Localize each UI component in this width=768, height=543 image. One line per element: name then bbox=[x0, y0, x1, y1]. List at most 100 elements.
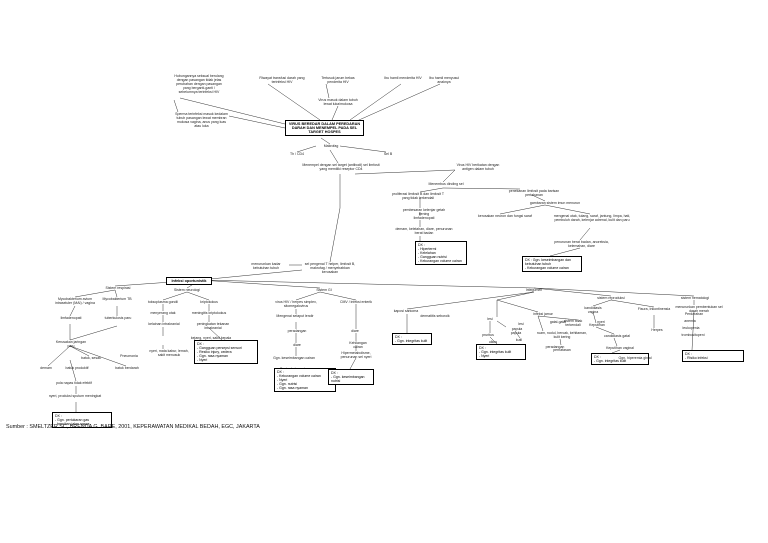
connector-line bbox=[325, 83, 330, 99]
node-n06: Virus masuk dalam tubuh lewat luka/mukos… bbox=[318, 98, 358, 107]
node-n33: tuberkulosis paru bbox=[104, 316, 132, 320]
node-n31: Mycobakterium TB bbox=[102, 297, 132, 301]
node-n37: batuk, sesak bbox=[81, 356, 101, 360]
node-n93: trombositopeni bbox=[681, 333, 705, 337]
node-n17: limfadenopati bbox=[413, 216, 435, 220]
node-n92: leukopenia bbox=[682, 326, 700, 330]
node-n99: sistem tidak terkendali bbox=[563, 319, 583, 328]
node-n04: Ibu hamil menderita HIV bbox=[384, 76, 422, 80]
node-n52: meningitis kriptokokus bbox=[191, 311, 227, 315]
node-n89: menurunkan pembentukan sel darah merah bbox=[675, 305, 723, 314]
diagnosis-box-n63: DX : - Ggn. keseimbangan nutrisi bbox=[328, 369, 374, 386]
node-n55: virus HIV / herpes simplex, sitomegalovi… bbox=[275, 300, 317, 309]
node-n50: nyeri, mata kabur, lemah, sakit menusuk bbox=[149, 349, 189, 358]
connector-line bbox=[544, 204, 591, 215]
connector-line bbox=[442, 169, 456, 183]
node-n96: papula bbox=[511, 327, 523, 331]
node-n18: demam, kelelahan, diare, penurunan berat… bbox=[395, 227, 453, 236]
node-n36: demam bbox=[40, 366, 52, 370]
connector-line bbox=[69, 345, 127, 367]
node-n27: sel pengenal T helper, limfosit B, makro… bbox=[304, 262, 356, 275]
node-n69: infeksi jamur bbox=[533, 312, 553, 316]
connector-line bbox=[611, 349, 621, 354]
connector-line bbox=[595, 326, 615, 335]
connector-line bbox=[406, 291, 535, 310]
connector-line bbox=[496, 320, 507, 328]
connector-line bbox=[331, 105, 339, 121]
node-n20: gambaran sistem imun menurun bbox=[529, 201, 581, 205]
node-n86: Herpes bbox=[651, 328, 663, 332]
node-n01: Hubungannya seksual berulang dengan pasa… bbox=[174, 74, 224, 95]
node-n15: proliferasi limfosit B dan limfosit T ya… bbox=[391, 192, 445, 201]
node-n35: Pneumonia bbox=[120, 354, 138, 358]
node-n43: Sistem neurologi bbox=[173, 288, 201, 292]
node-n57: Mengenai selaput lendir bbox=[276, 314, 314, 318]
node-n34: Kerusakan jaringan paru bbox=[55, 340, 87, 349]
diagnosis-box-n79: DX : - Ggn. integritas kulit - Nyeri bbox=[476, 344, 526, 361]
node-n40: pola napas tidak efektif bbox=[56, 381, 92, 385]
diagnosis-box-n54: DX : - Gangguan persepsi sensori - Resik… bbox=[194, 340, 258, 365]
node-n49: kejang, nyeri, sakit kepala bbox=[190, 336, 232, 340]
node-n05: Ibu hamil menyusui anaknya bbox=[428, 76, 460, 85]
node-n75: gatal-gatal bbox=[549, 320, 567, 324]
connector-line bbox=[329, 149, 339, 164]
connector-line bbox=[496, 299, 539, 313]
diagnosis-box-n28: Infeksi oportunistik bbox=[166, 277, 212, 286]
connector-line bbox=[610, 299, 655, 308]
diagnosis-box-n08: VIRUS BEREDAR DALAM PEREDARAN DARAH DAN … bbox=[285, 120, 364, 137]
node-n14: Menembus dinding sel bbox=[428, 182, 464, 186]
connector-line bbox=[319, 291, 357, 301]
node-n12: Menempel dengan sel target (antibodi) se… bbox=[302, 163, 380, 172]
node-n80: sistem reproduksi bbox=[597, 296, 625, 300]
node-n29: Sistem respirasi bbox=[105, 286, 131, 290]
node-n47: menyerang otak bbox=[150, 311, 176, 315]
connector-line bbox=[173, 99, 179, 113]
node-n65: Hipermetabolisme, penurunan sel nyeri bbox=[340, 351, 372, 360]
node-n77: peradangan bbox=[545, 345, 565, 349]
connector-line bbox=[592, 311, 597, 324]
diagnosis-box-n62: DX : - Kekurangan volume cairan - Nyeri … bbox=[274, 368, 336, 393]
node-n88: sistem hematologi bbox=[680, 296, 710, 300]
node-n70: lesi bbox=[487, 317, 493, 321]
node-n95: pernafasan bbox=[553, 348, 571, 352]
node-n26: menurunkan kadar kebutuhan tubuh bbox=[251, 262, 281, 271]
node-n72: papula bbox=[510, 331, 522, 335]
connector-line bbox=[549, 247, 581, 257]
node-n64: diare bbox=[351, 329, 359, 333]
node-n100: nyeri bbox=[597, 320, 605, 324]
connector-line bbox=[559, 338, 562, 346]
node-n48: kelainan intrakranial bbox=[148, 322, 180, 326]
connector-line bbox=[496, 291, 535, 301]
node-n10: Th / CD4 bbox=[289, 152, 304, 156]
connector-line bbox=[208, 327, 223, 341]
diagnosis-box-n24: DX : - Hipertermi - Kelelahan - Gangguan… bbox=[415, 241, 467, 266]
connector-line bbox=[114, 289, 118, 298]
connector-line bbox=[349, 357, 357, 370]
connector-line bbox=[162, 291, 188, 301]
connector-line bbox=[489, 336, 498, 345]
node-n67: kaposi sarkoma bbox=[393, 309, 419, 313]
connector-line bbox=[419, 187, 444, 193]
node-n23: penurunan berat badan, anoreksia, kelema… bbox=[554, 240, 609, 249]
diagnosis-box-n87: DX : - Ggn. integritas kulit bbox=[591, 353, 649, 366]
node-n82: Keputihan bbox=[589, 323, 605, 327]
node-n19: penekanan limfosit pada barisan pertahan… bbox=[508, 189, 560, 198]
connector-line bbox=[320, 137, 331, 145]
connector-line bbox=[349, 83, 441, 125]
node-n41: nyeri, produksi sputum meningkat bbox=[48, 394, 102, 398]
node-n51: kriptokokus bbox=[200, 300, 218, 304]
connector-line bbox=[228, 115, 286, 129]
connector-line bbox=[442, 187, 521, 190]
node-n66: Kehilangan cairan bbox=[349, 341, 367, 350]
node-n45: Integumen bbox=[525, 288, 543, 292]
connector-line bbox=[537, 315, 544, 332]
connector-line bbox=[69, 325, 118, 341]
node-n97: ulkus bbox=[488, 340, 498, 344]
connector-line bbox=[199, 279, 321, 289]
node-n91: anemia bbox=[684, 319, 696, 323]
connector-line bbox=[329, 207, 341, 263]
node-n98: Ggn. hiperemia ginjal bbox=[618, 356, 652, 360]
connector-line bbox=[186, 291, 210, 301]
node-n74: kutil bbox=[515, 338, 523, 342]
